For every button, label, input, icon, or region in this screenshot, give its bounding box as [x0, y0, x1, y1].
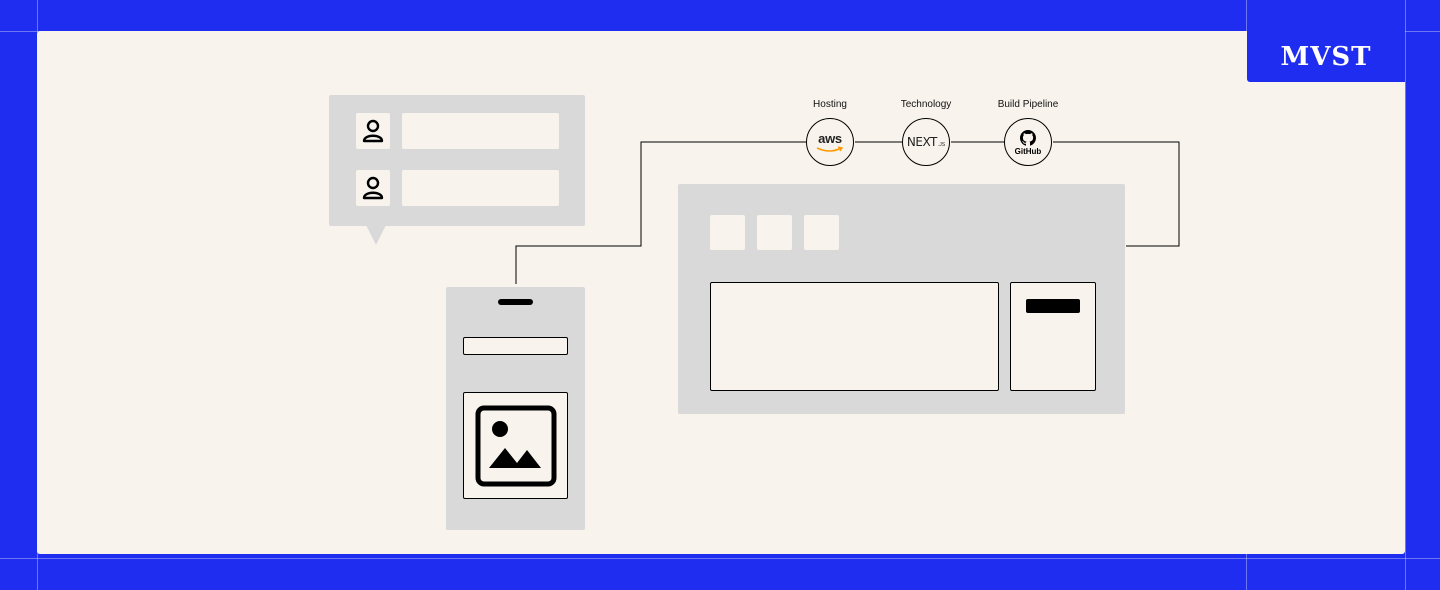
github-logo-icon: GitHub	[1004, 118, 1052, 166]
hosting-label: Hosting	[813, 99, 847, 110]
chat-bubble-tail	[366, 225, 386, 245]
browser-tab-placeholder	[757, 215, 792, 250]
sidebar-title-bar	[1026, 299, 1080, 313]
github-logo-text: GitHub	[1014, 147, 1042, 156]
chat-message-placeholder	[402, 113, 559, 149]
user-icon	[356, 170, 390, 206]
browser-mockup	[678, 184, 1125, 414]
user-icon	[356, 113, 390, 149]
technology-label: Technology	[900, 99, 952, 110]
nextjs-logo-icon: NEXT .JS	[902, 118, 950, 166]
phone-input-placeholder	[463, 337, 568, 355]
phone-speaker	[498, 299, 533, 305]
nextjs-logo-text: NEXT	[906, 135, 937, 149]
chat-bubble	[329, 95, 585, 226]
grid-line	[0, 558, 1440, 559]
chat-message-placeholder	[402, 170, 559, 206]
connector-pipeline-to-browser	[1053, 141, 1180, 247]
browser-tab-placeholder	[710, 215, 745, 250]
browser-tab-placeholder	[804, 215, 839, 250]
brand-tab: MVST	[1247, 31, 1405, 82]
image-icon	[475, 405, 556, 486]
build-pipeline-label: Build Pipeline	[997, 99, 1059, 110]
phone-mockup	[446, 287, 585, 530]
browser-sidebar	[1010, 282, 1096, 391]
grid-line	[1405, 0, 1406, 590]
brand-logo: MVST	[1280, 41, 1372, 72]
aws-logo-icon: aws	[806, 118, 854, 166]
browser-content-area	[710, 282, 999, 391]
aws-logo-text: aws	[818, 131, 842, 146]
connector-phone-to-pipeline	[515, 141, 806, 284]
image-placeholder	[463, 392, 568, 499]
